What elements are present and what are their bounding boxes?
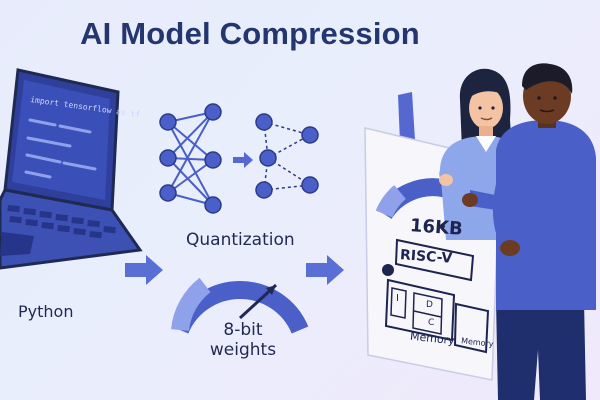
laptop-icon bbox=[0, 68, 143, 270]
block-d-label: D bbox=[426, 300, 433, 310]
block-c-label: C bbox=[428, 318, 435, 328]
neural-network-dense-icon bbox=[159, 103, 222, 214]
block-i-label: I bbox=[396, 293, 399, 304]
weights-label: 8-bit weights bbox=[198, 320, 288, 360]
arrow-right-icon bbox=[233, 152, 253, 168]
python-label: Python bbox=[18, 302, 74, 321]
arrow-right-icon-1 bbox=[125, 255, 163, 285]
gauge-icon bbox=[171, 277, 309, 334]
weights-label-line1: 8-bit bbox=[223, 320, 263, 340]
person-man bbox=[462, 63, 596, 400]
weights-label-line2: weights bbox=[209, 340, 277, 360]
arrow-right-icon-2 bbox=[306, 255, 344, 285]
page-title: AI Model Compression bbox=[80, 16, 420, 51]
quantization-label: Quantization bbox=[186, 230, 295, 250]
memory-size-label: 16KB bbox=[409, 215, 464, 240]
neural-network-pruned-icon bbox=[255, 113, 319, 199]
